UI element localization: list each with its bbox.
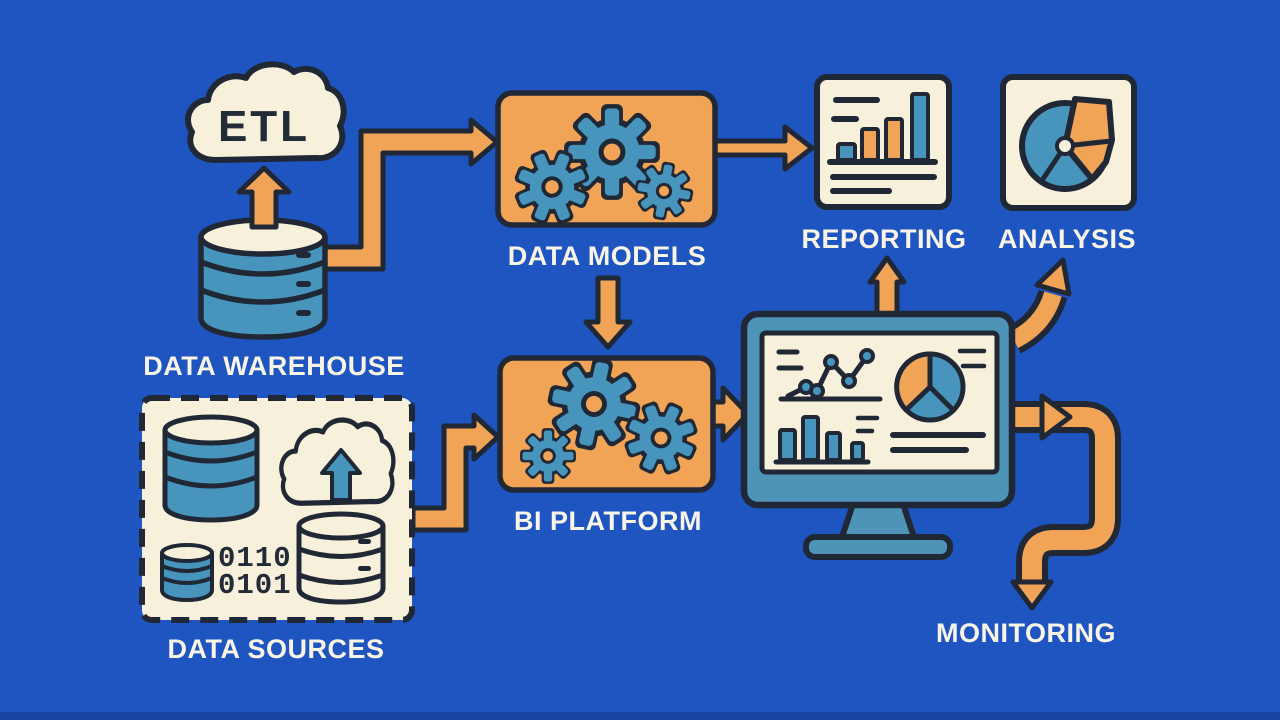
report-bars [836,92,930,162]
arrow-warehouse-to-models [322,117,500,272]
data-models-box [495,90,718,237]
data-sources-box [139,395,415,623]
outline-database-icon [296,511,386,605]
binary-code-line-2: 0101 [218,569,292,602]
arrowhead-analysis [1034,257,1072,297]
data-warehouse-icon [198,165,328,340]
arrow-monitor-to-monitoring [1010,407,1115,584]
binary-code-line-1: 0110 [218,542,292,575]
reporting-label: REPORTING [801,224,967,254]
bi-platform-box [497,349,716,493]
cloud-upload-icon [281,420,393,503]
analysis-pie-chart [1019,96,1115,192]
arrow-warehouse-to-etl [236,165,292,230]
dashboard-pie-chart [894,351,966,423]
data-sources-label: DATA SOURCES [167,634,385,664]
small-database-icon [160,543,214,602]
reporting-card [814,74,952,210]
arrow-monitor-to-reporting [867,255,907,323]
arrowhead-monitoring-end [1010,579,1054,611]
dashboard-bar-chart [778,415,865,462]
data-models-label: DATA MODELS [507,241,707,271]
analysis-card [1000,74,1137,211]
arrow-sources-to-bi [410,412,501,533]
analysis-label: ANALYSIS [997,224,1137,254]
arrow-monitor-to-analysis [1009,291,1062,349]
bi-platform-label: BI PLATFORM [514,506,702,536]
etl-label: ETL [217,102,311,151]
data-warehouse-label: DATA WAREHOUSE [143,351,405,381]
dashboard-line-chart-dots [798,348,875,399]
arrowhead-monitoring-mid [1039,393,1073,441]
bottom-edge-strip [0,712,1280,720]
monitoring-label: MONITORING [936,618,1116,648]
dashboard-monitor-icon [740,310,1016,560]
database-icon [162,414,260,523]
gear-icon [518,426,578,486]
arrow-models-to-bi [583,275,633,350]
arrow-models-to-reporting [710,124,815,172]
